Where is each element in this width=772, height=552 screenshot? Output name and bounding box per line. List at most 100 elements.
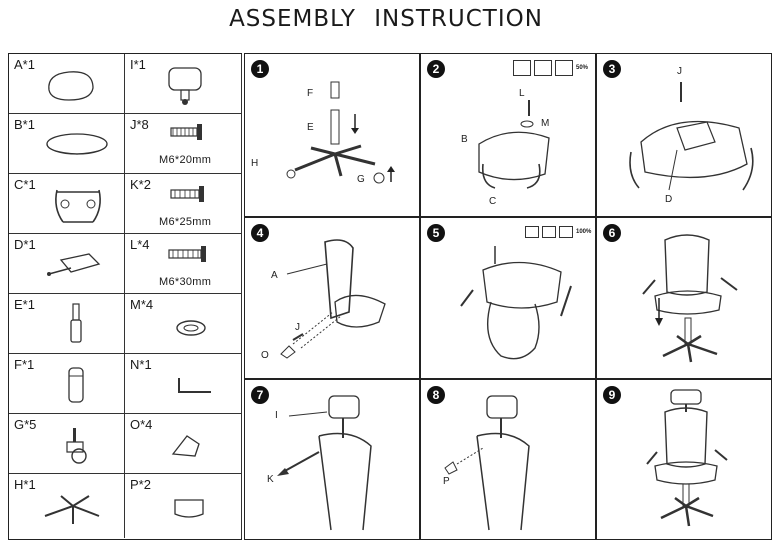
part-j: J*8 M6*20mm (125, 114, 242, 174)
label-e: E (307, 122, 314, 133)
headrest-icon (168, 67, 202, 105)
cover-tube-icon (68, 367, 84, 403)
part-o: O*4 (125, 414, 242, 474)
part-k: K*2 M6*25mm (125, 174, 242, 234)
part-h: H*1 (9, 474, 125, 538)
part-label: B*1 (14, 117, 35, 132)
backrest-attach-illustration (280, 239, 386, 359)
headrest-attach-illustration (277, 395, 372, 531)
step-number: 4 (251, 224, 269, 242)
step-7-panel: 7 I K (244, 379, 420, 540)
tool-icons: 100% (525, 226, 591, 238)
tool-icons: 50% (513, 60, 588, 76)
step-number: 5 (427, 224, 445, 242)
label-m: M (541, 118, 550, 129)
armrest-frame-icon (55, 189, 101, 223)
allen-key-icon (178, 378, 211, 393)
label-d: D (665, 194, 673, 205)
step-number: 6 (603, 224, 621, 242)
seat-icon (46, 133, 108, 155)
star-base-icon (44, 495, 100, 524)
step-number: 9 (603, 386, 621, 404)
part-i: I*1 (125, 54, 242, 114)
mechanism-icon (47, 253, 101, 276)
part-label: C*1 (14, 177, 36, 192)
label-k: K (267, 474, 274, 485)
screwdriver-icon (513, 60, 531, 76)
part-label: H*1 (14, 477, 36, 492)
step-8-panel: 8 P (420, 379, 596, 540)
step-number: 2 (427, 60, 445, 78)
step-3-panel: 3 J D (596, 53, 772, 217)
part-e: E*1 (9, 294, 125, 354)
no-power-tool-icon (555, 60, 573, 76)
part-label: L*4 (130, 237, 150, 252)
label-a: A (271, 270, 278, 281)
part-n: N*1 (125, 354, 242, 414)
part-label: A*1 (14, 57, 35, 72)
label-b: B (461, 134, 468, 145)
cap-attach-illustration (444, 395, 530, 531)
torque-percent: 50% (576, 65, 589, 71)
part-spec: M6*25mm (159, 216, 212, 228)
label-f: F (307, 88, 314, 99)
part-m: M*4 (125, 294, 242, 354)
part-d: D*1 (9, 234, 125, 294)
step-1-panel: 1 F E H G (244, 53, 420, 217)
cap-icon (174, 499, 204, 518)
step-number: 1 (251, 60, 269, 78)
label-i: I (275, 410, 278, 421)
step-6-panel: 6 (596, 217, 772, 379)
part-label: N*1 (130, 357, 152, 372)
washer-icon (176, 320, 206, 336)
part-label: M*4 (130, 297, 154, 312)
part-a: A*1 (9, 54, 125, 114)
part-label: J*8 (130, 117, 149, 132)
label-j: J (677, 66, 682, 77)
label-l: L (519, 88, 525, 99)
label-h: H (251, 158, 259, 169)
part-c: C*1 (9, 174, 125, 234)
part-label: D*1 (14, 237, 36, 252)
part-g: G*5 (9, 414, 125, 474)
part-label: E*1 (14, 297, 35, 312)
mechanism-mount-illustration (629, 82, 754, 191)
part-label: F*1 (14, 357, 35, 372)
part-spec: M6*20mm (159, 154, 212, 166)
insert-gas-lift-illustration (642, 234, 738, 363)
drill-icon (542, 226, 556, 238)
label-p: P (443, 476, 450, 487)
backrest-icon (48, 71, 94, 101)
part-spec: M6*30mm (159, 276, 212, 288)
label-g: G (357, 174, 365, 185)
step-2-panel: 2 50% L M B C (420, 53, 596, 217)
step-5-panel: 5 100% (420, 217, 596, 379)
drill-icon (534, 60, 552, 76)
step-9-panel: 9 (596, 379, 772, 540)
part-label: K*2 (130, 177, 151, 192)
gas-lift-base-illustration (286, 81, 395, 184)
screwdriver-icon (525, 226, 539, 238)
step-number: 3 (603, 60, 621, 78)
label-c: C (489, 196, 497, 207)
part-label: O*4 (130, 417, 153, 432)
page-title: ASSEMBLY INSTRUCTION (229, 6, 543, 32)
finished-chair-illustration (646, 389, 728, 527)
no-power-tool-icon (559, 226, 573, 238)
part-label: P*2 (130, 477, 151, 492)
part-l: L*4 M6*30mm (125, 234, 242, 294)
step-4-panel: 4 A J O (244, 217, 420, 379)
part-f: F*1 (9, 354, 125, 414)
torque-percent: 100% (576, 229, 592, 235)
bolt-icon (170, 186, 204, 202)
part-p: P*2 (125, 474, 242, 538)
parts-list: A*1 I*1 B*1 J*8 M6*20mm C*1 (8, 53, 242, 540)
bolt-icon (168, 246, 206, 262)
step-number: 7 (251, 386, 269, 404)
clip-icon (171, 435, 200, 457)
label-j: J (295, 322, 300, 333)
bolt-icon (170, 124, 202, 140)
part-b: B*1 (9, 114, 125, 174)
label-o: O (261, 350, 269, 361)
part-label: G*5 (14, 417, 37, 432)
